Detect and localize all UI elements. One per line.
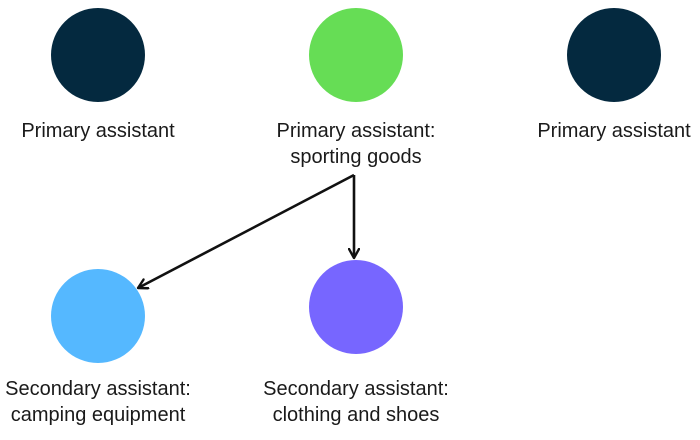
node-secondary-clothing[interactable]: Secondary assistant: clothing and shoes: [263, 260, 449, 426]
node-circle: [51, 8, 145, 102]
node-label-line-1: Primary assistant:: [277, 120, 436, 142]
node-label-line-1: Secondary assistant:: [263, 378, 449, 400]
node-label-line-2: sporting goods: [290, 146, 421, 168]
edge-sporting-goods-to-camping: [138, 173, 355, 288]
node-label-line-1: Secondary assistant:: [5, 378, 191, 400]
node-primary-sporting-goods[interactable]: Primary assistant: sporting goods: [277, 8, 436, 168]
node-label-line-2: camping equipment: [11, 404, 186, 426]
node-circle: [309, 8, 403, 102]
node-primary-3[interactable]: Primary assistant: [537, 8, 691, 142]
edges: [138, 173, 355, 288]
node-label: Primary assistant: [21, 120, 175, 142]
node-circle: [567, 8, 661, 102]
node-label-line-2: clothing and shoes: [273, 404, 440, 426]
node-primary-1[interactable]: Primary assistant: [21, 8, 175, 142]
node-circle: [309, 260, 403, 354]
node-label: Primary assistant: [537, 120, 691, 142]
node-circle: [51, 269, 145, 363]
node-secondary-camping[interactable]: Secondary assistant: camping equipment: [5, 269, 191, 426]
